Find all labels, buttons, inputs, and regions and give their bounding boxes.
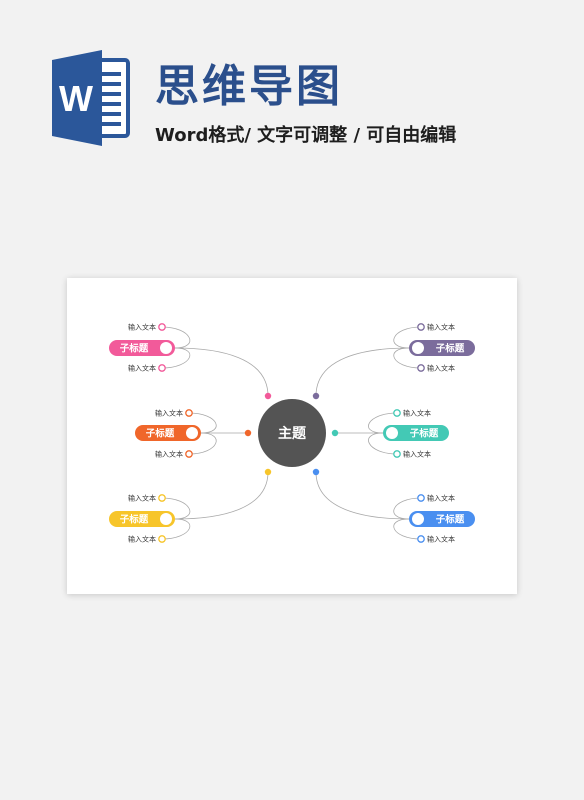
word-logo-letter: W (59, 78, 93, 119)
leaf-connector-bottom-left-1 (161, 518, 191, 540)
branch-dot-top-left (264, 392, 272, 400)
leaf-ring-bottom-left-0[interactable] (158, 494, 166, 502)
leaf-connector-middle-right-0 (368, 412, 398, 434)
leaf-connector-bottom-left-0 (161, 497, 191, 520)
branch-dot-top-right (312, 392, 320, 400)
leaf-label-bottom-right-0: 输入文本 (427, 494, 455, 503)
leaf-connector-bottom-right-0 (393, 497, 422, 520)
subtopic-knob-bottom-right (412, 513, 424, 525)
mindmap-card: 主题子标题输入文本输入文本子标题输入文本输入文本子标题输入文本输入文本子标题输入… (67, 278, 517, 594)
page-subtitle: Word格式/ 文字可调整 / 可自由编辑 (155, 125, 457, 146)
subtopic-label-bottom-left: 子标题 (120, 514, 149, 526)
subtopic-knob-top-right (412, 342, 424, 354)
word-logo-icon: W (52, 50, 130, 146)
leaf-label-top-left-0: 输入文本 (128, 323, 156, 332)
subtopic-knob-bottom-left (160, 513, 172, 525)
leaf-connector-bottom-right-1 (393, 518, 422, 540)
leaf-label-top-right-0: 输入文本 (427, 323, 455, 332)
leaf-connector-top-right-0 (393, 326, 422, 349)
leaf-ring-middle-left-1[interactable] (185, 450, 193, 458)
branch-dot-bottom-left (264, 468, 272, 476)
center-topic-node[interactable] (258, 399, 326, 467)
leaf-label-bottom-left-1: 输入文本 (128, 535, 156, 544)
subtopic-label-top-left: 子标题 (120, 343, 149, 355)
branch-dot-middle-left (244, 429, 252, 437)
leaf-connector-middle-right-1 (368, 432, 398, 455)
subtopic-pill-middle-left[interactable] (135, 425, 201, 441)
subtopic-label-middle-left: 子标题 (146, 428, 175, 440)
leaf-connector-middle-left-1 (188, 432, 217, 455)
leaf-connector-top-right-1 (393, 347, 422, 369)
subtopic-label-top-right: 子标题 (436, 343, 465, 355)
subtopic-pill-bottom-right[interactable] (409, 511, 475, 527)
subtopic-knob-middle-left (186, 427, 198, 439)
subtopic-label-middle-right: 子标题 (410, 428, 439, 440)
leaf-ring-bottom-right-1[interactable] (417, 535, 425, 543)
leaf-connector-top-left-0 (161, 326, 191, 349)
leaf-label-middle-left-1: 输入文本 (155, 450, 183, 459)
subtopic-pill-top-left[interactable] (109, 340, 175, 356)
leaf-label-bottom-right-1: 输入文本 (427, 535, 455, 544)
subtopic-knob-middle-right (386, 427, 398, 439)
subtopic-pill-top-right[interactable] (409, 340, 475, 356)
subtopic-pill-middle-right[interactable] (383, 425, 449, 441)
center-topic-label: 主题 (278, 425, 307, 442)
leaf-label-middle-left-0: 输入文本 (155, 409, 183, 418)
leaf-ring-top-right-0[interactable] (417, 323, 425, 331)
leaf-ring-bottom-left-1[interactable] (158, 535, 166, 543)
subtopic-pill-bottom-left[interactable] (109, 511, 175, 527)
leaf-label-top-left-1: 输入文本 (128, 364, 156, 373)
leaf-ring-top-left-0[interactable] (158, 323, 166, 331)
leaf-label-top-right-1: 输入文本 (427, 364, 455, 373)
connector-bottom-right (315, 471, 410, 520)
leaf-connector-middle-left-0 (188, 412, 217, 434)
subtopic-label-bottom-right: 子标题 (436, 514, 465, 526)
leaf-label-middle-right-1: 输入文本 (403, 450, 431, 459)
leaf-ring-middle-left-0[interactable] (185, 409, 193, 417)
connector-bottom-left (174, 471, 269, 520)
leaf-ring-middle-right-0[interactable] (393, 409, 401, 417)
page-title: 思维导图 (155, 61, 343, 112)
leaf-label-middle-right-0: 输入文本 (403, 409, 431, 418)
leaf-ring-middle-right-1[interactable] (393, 450, 401, 458)
branch-dot-middle-right (331, 429, 339, 437)
leaf-connector-top-left-1 (161, 347, 191, 369)
leaf-ring-top-right-1[interactable] (417, 364, 425, 372)
leaf-label-bottom-left-0: 输入文本 (128, 494, 156, 503)
page-header: W 思维导图 Word格式/ 文字可调整 / 可自由编辑 (0, 0, 584, 170)
leaf-ring-bottom-right-0[interactable] (417, 494, 425, 502)
branch-dot-bottom-right (312, 468, 320, 476)
leaf-ring-top-left-1[interactable] (158, 364, 166, 372)
mindmap-canvas: 主题子标题输入文本输入文本子标题输入文本输入文本子标题输入文本输入文本子标题输入… (109, 323, 475, 544)
connector-top-right (315, 347, 410, 397)
subtopic-knob-top-left (160, 342, 172, 354)
connector-top-left (174, 347, 269, 397)
